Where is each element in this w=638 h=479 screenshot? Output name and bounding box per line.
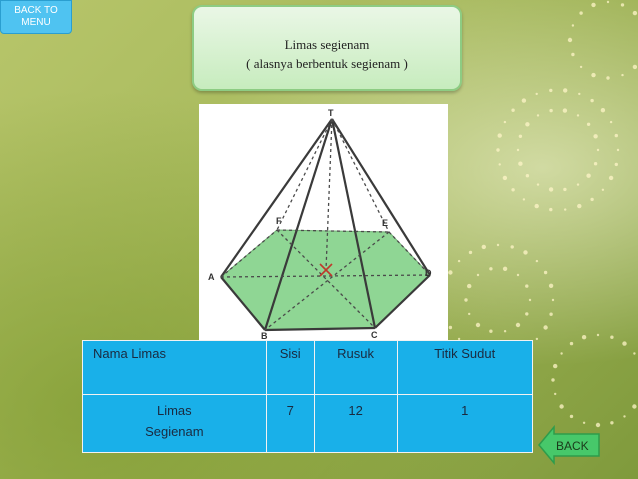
vertex-label-a: A (208, 272, 215, 282)
title-line-1: Limas segienam (284, 37, 370, 52)
cell-nama-limas: Limas Segienam (82, 394, 267, 453)
table-header-row: Nama Limas Sisi Rusuk Titik Sudut (82, 340, 533, 395)
hexagonal-pyramid-figure: T A B C D E F (199, 104, 448, 340)
back-to-menu-label-line1: BACK TO (14, 5, 58, 16)
vertex-label-f: F (276, 216, 282, 226)
vertex-label-b: B (261, 331, 268, 340)
pyramid-properties-table: Nama Limas Sisi Rusuk Titik Sudut Limas … (82, 340, 533, 453)
vertex-label-c: C (371, 330, 378, 340)
header-rusuk: Rusuk (313, 340, 398, 395)
vertex-label-t: T (328, 108, 334, 118)
back-to-menu-label-line2: MENU (21, 17, 51, 28)
vertex-label-d: D (425, 268, 432, 278)
title-card: Limas segienam ( alasnya berbentuk segie… (192, 5, 462, 91)
hidden-edges (220, 118, 431, 331)
cell-nama-line1: Limas (156, 403, 192, 418)
table-row: Limas Segienam 7 12 1 (82, 394, 533, 453)
cell-sisi: 7 (265, 394, 315, 453)
title-line-2: ( alasnya berbentuk segienam ) (246, 56, 408, 71)
left-arrow-icon (538, 425, 600, 465)
header-nama-limas: Nama Limas (82, 340, 267, 395)
header-sisi: Sisi (265, 340, 315, 395)
vertex-label-e: E (382, 218, 388, 228)
pyramid-diagram: T A B C D E F (208, 108, 432, 340)
center-marker (319, 263, 333, 277)
pyramid-edges (220, 118, 431, 332)
back-to-menu-button[interactable]: BACK TO MENU (0, 0, 72, 34)
back-button-label: BACK (556, 439, 589, 453)
back-button[interactable]: BACK (538, 425, 600, 465)
cell-nama-line2: Segienam (145, 424, 204, 439)
header-titik-sudut: Titik Sudut (396, 340, 533, 395)
cell-rusuk: 12 (313, 394, 398, 453)
cell-titik-sudut: 1 (396, 394, 533, 453)
